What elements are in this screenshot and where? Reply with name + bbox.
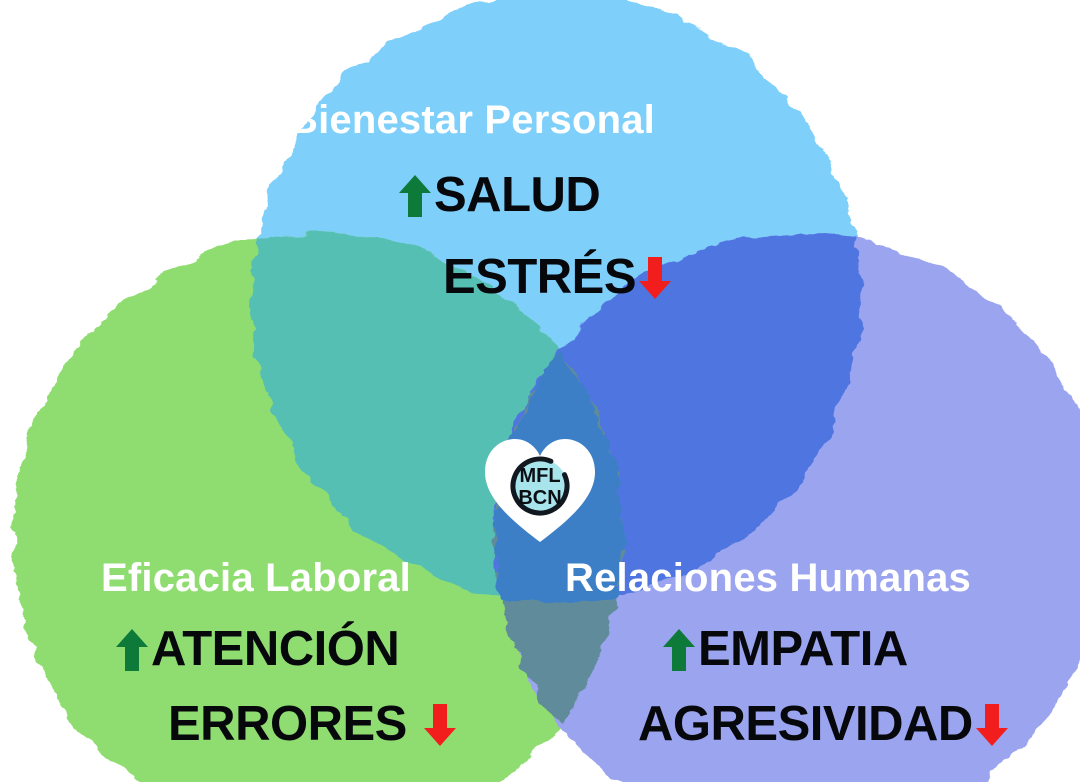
logo-badge-ring	[510, 456, 570, 516]
mfl-bcn-heart-logo: MFL BCN	[481, 434, 599, 546]
logo-line-2: BCN	[518, 487, 561, 509]
logo-line-1: MFL	[519, 465, 560, 487]
logo-badge-fill	[513, 459, 567, 513]
